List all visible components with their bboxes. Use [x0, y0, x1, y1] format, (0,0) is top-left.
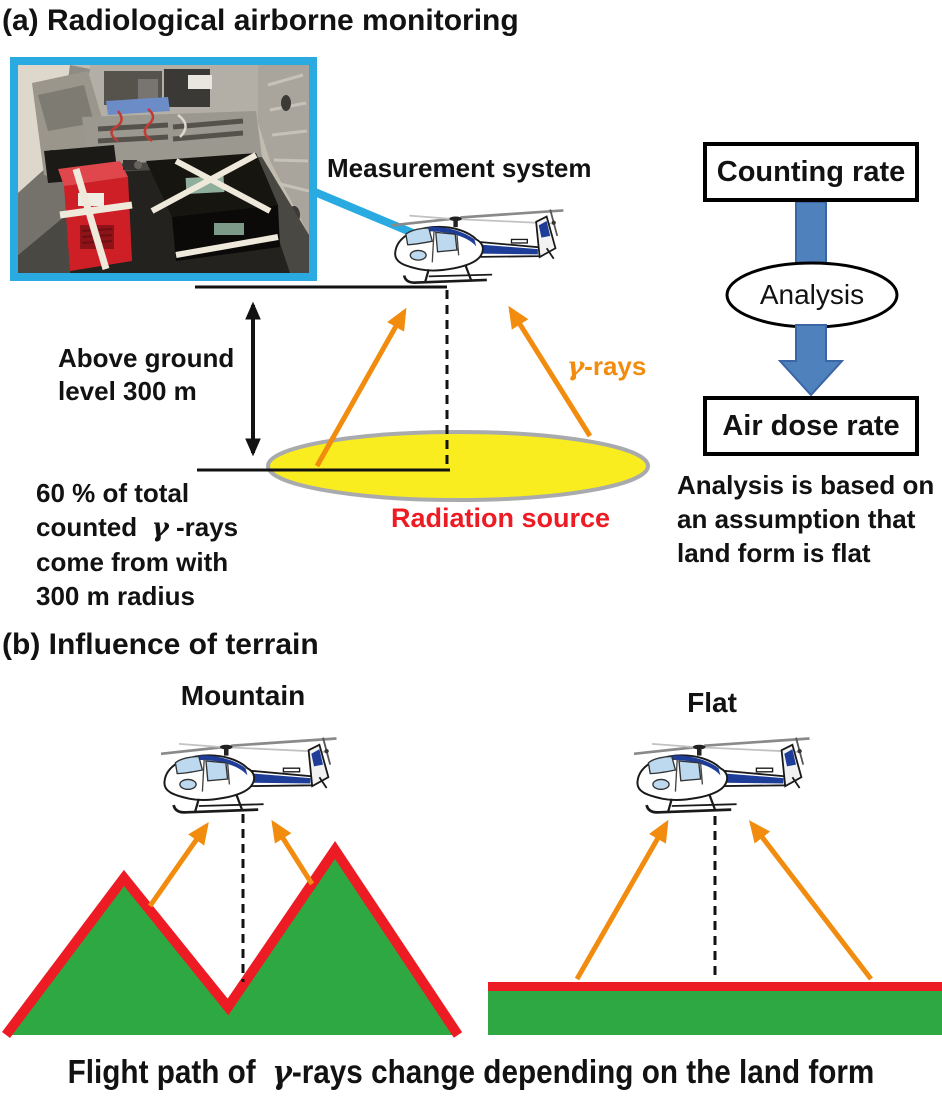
gamma-ray-arrow-left	[314, 307, 407, 468]
flow-arrow-bottom	[777, 324, 845, 397]
section-b-title: (b) Influence of terrain	[2, 628, 319, 661]
radiation-source-label: Radiation source	[391, 503, 611, 533]
counting-rate-box: Counting rate	[703, 142, 919, 202]
helicopter-icon	[159, 736, 338, 814]
measurement-equipment-photo	[10, 57, 317, 281]
gamma-symbol: γ	[567, 352, 585, 382]
counted-gamma-note: 60 % of total counted γ -rays come from …	[36, 476, 238, 613]
flat-label: Flat	[687, 687, 737, 718]
helicopter-icon	[632, 736, 811, 814]
gamma-ray-arrow-flat-right	[749, 820, 873, 981]
flat-surface-outline	[488, 982, 942, 991]
figure-caption: Flight path of γ-rays change depending o…	[67, 1052, 875, 1091]
agl-line-2: level 300 m	[58, 376, 197, 406]
gamma-ray-arrow-flat-left	[574, 819, 669, 981]
cabin-photo-illustration	[18, 65, 309, 273]
counted-line-1: 60 % of total	[36, 478, 190, 508]
section-a-title: (a) Radiological airborne monitoring	[2, 4, 519, 37]
mountain-label: Mountain	[180, 680, 306, 711]
measurement-system-label: Measurement system	[327, 153, 592, 183]
above-ground-level-label: Above ground level 300 m	[58, 342, 234, 408]
photo-connector-line	[308, 186, 422, 240]
gamma-rays-label: γ-rays	[567, 351, 647, 382]
flat-terrain	[488, 991, 942, 1035]
mountain-surface-outline	[2, 841, 463, 1039]
gamma-ray-arrow-mountain-left	[147, 821, 209, 908]
gamma-ray-arrow-right	[508, 305, 593, 438]
gamma-symbol: γ	[272, 1052, 292, 1091]
note-line-3: land form is flat	[677, 538, 871, 568]
air-dose-rate-box: Air dose rate	[703, 396, 919, 456]
note-line-2: an assumption that	[677, 504, 916, 534]
agl-line-1: Above ground	[58, 343, 235, 373]
gamma-symbol: γ	[151, 513, 169, 543]
counted-line-4: 300 m radius	[36, 581, 195, 611]
note-line-1: Analysis is based on	[677, 470, 935, 500]
helicopter-icon	[390, 208, 565, 284]
counted-line-2: counted γ -rays	[36, 512, 239, 543]
flow-arrow-top	[795, 201, 827, 273]
radiation-source-ellipse	[266, 430, 650, 502]
analysis-label: Analysis	[759, 279, 865, 310]
analysis-assumption-note: Analysis is based on an assumption that …	[677, 468, 934, 570]
counted-line-3: come from with	[36, 547, 229, 577]
gamma-ray-arrow-mountain-right	[271, 819, 315, 886]
mountain-terrain	[6, 850, 458, 1035]
